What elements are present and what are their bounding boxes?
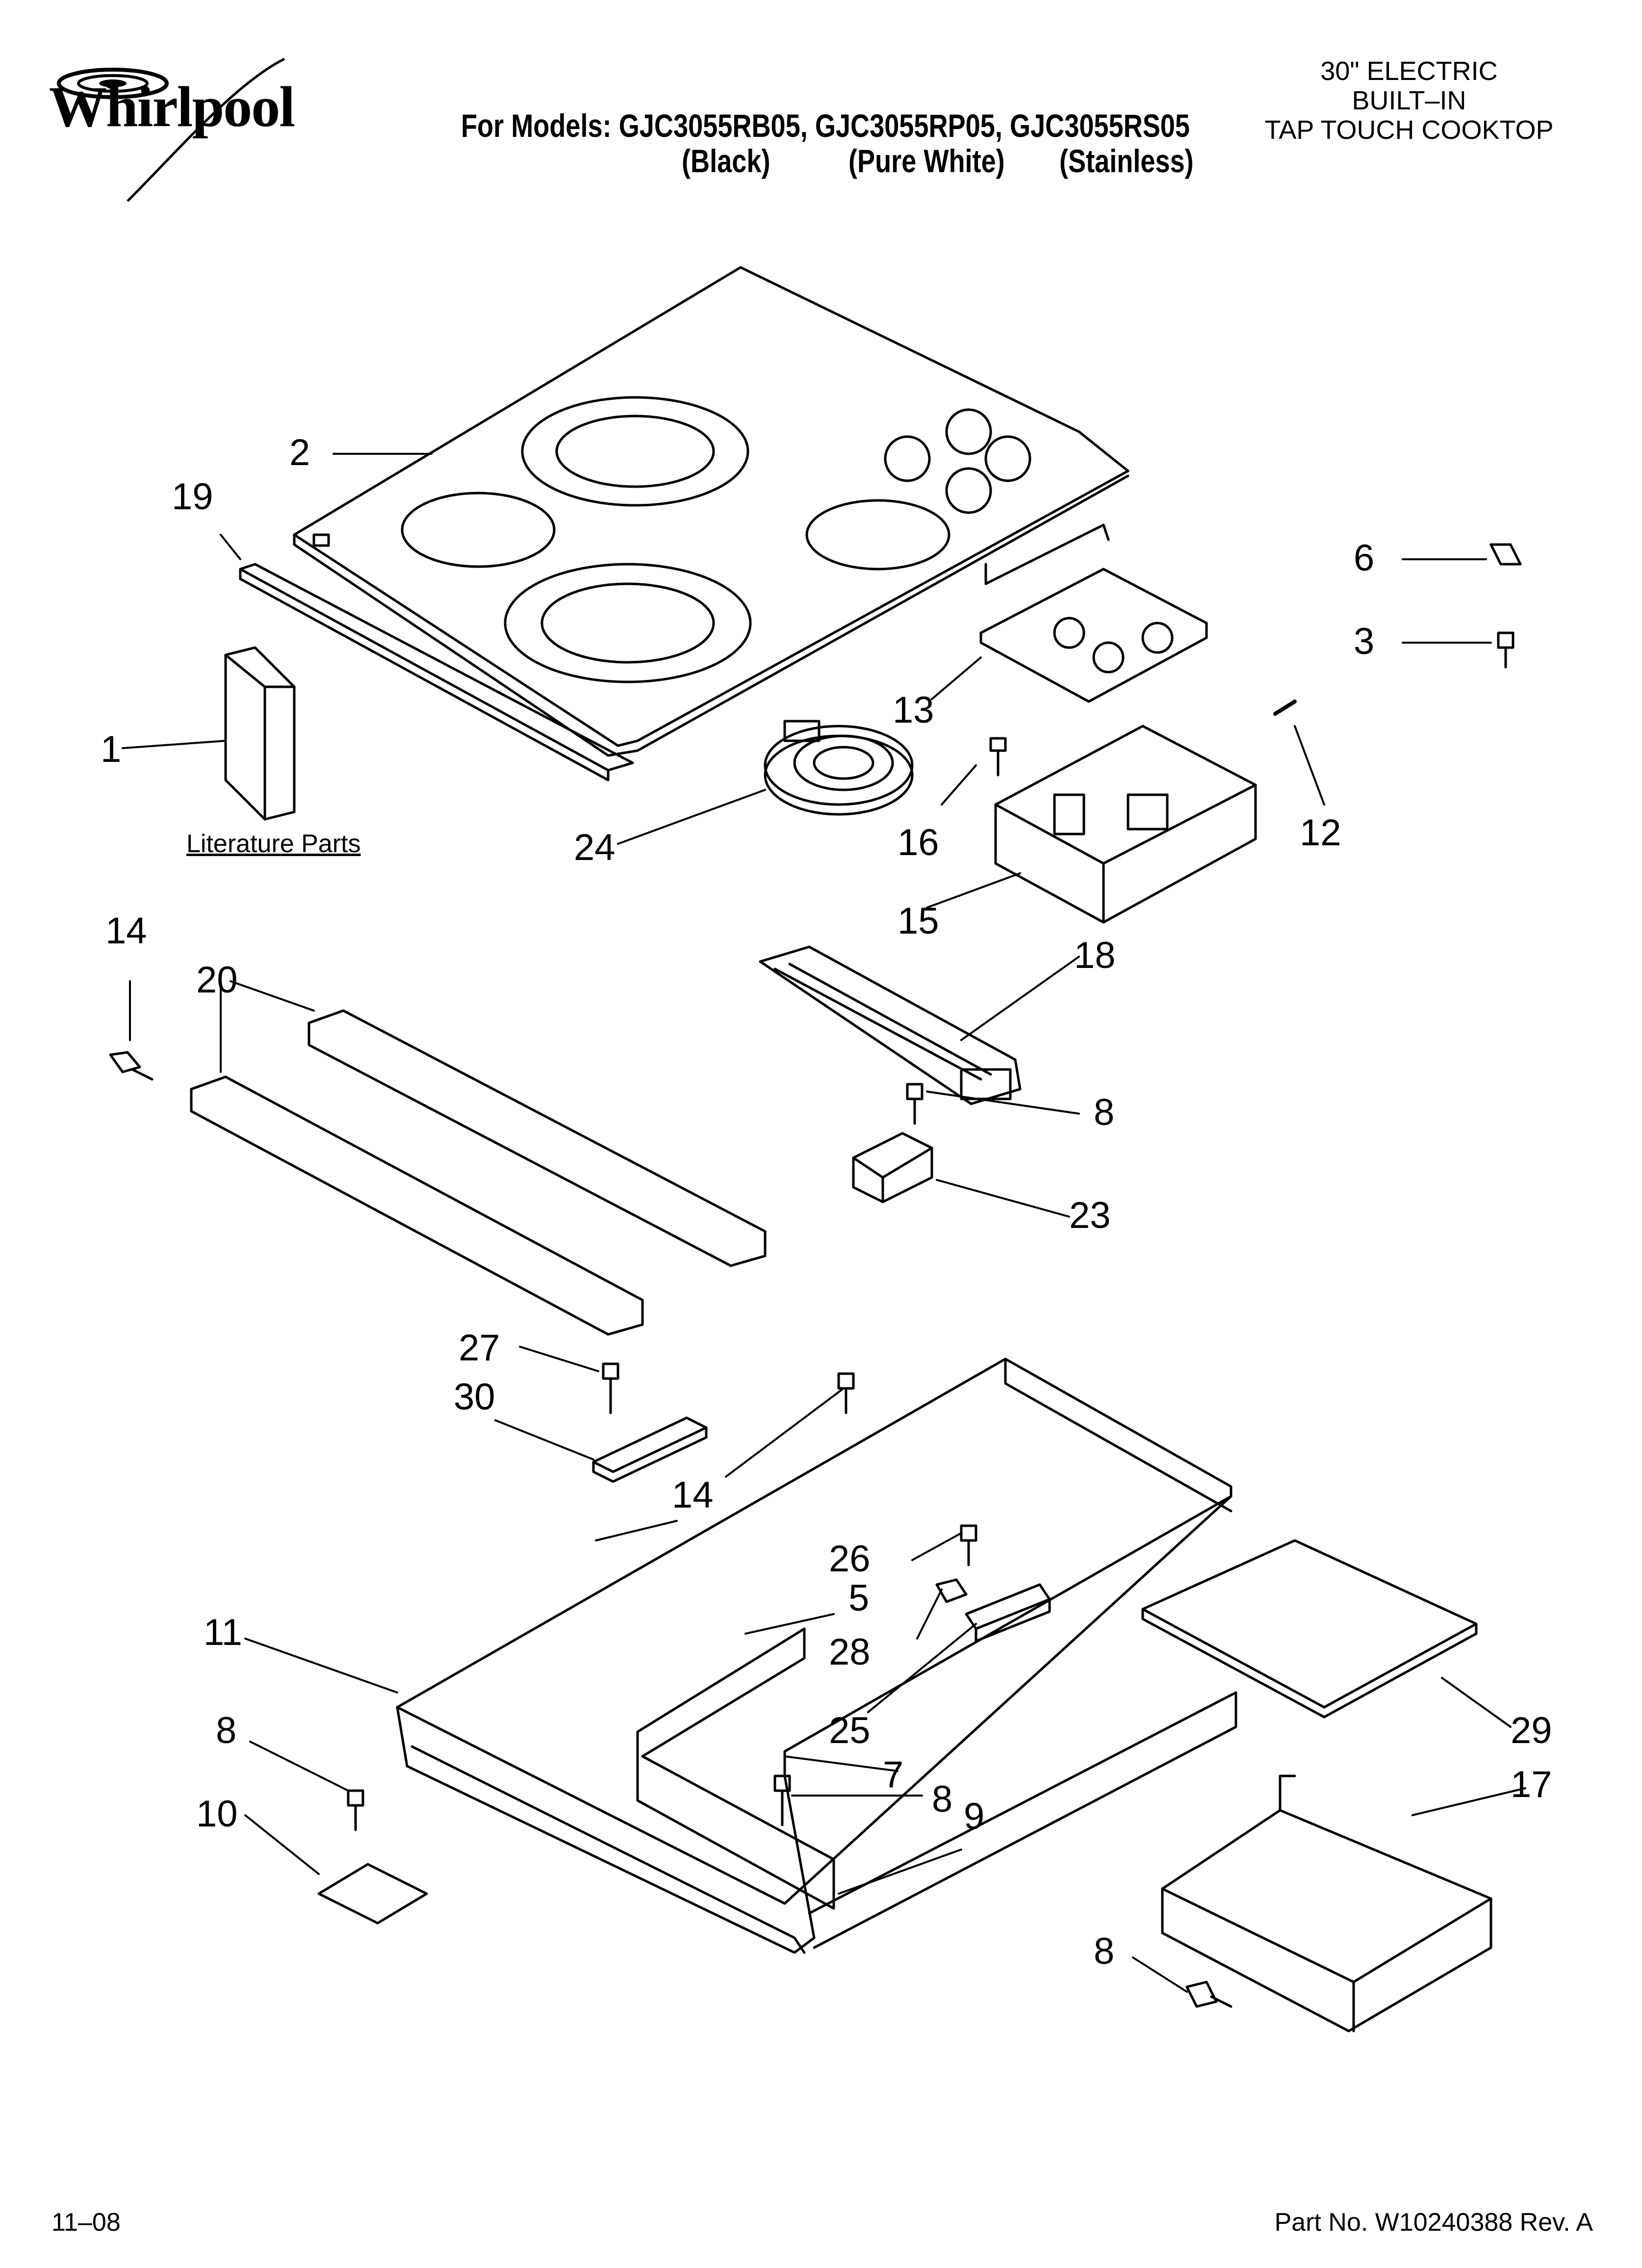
screw-3-part xyxy=(1497,631,1514,669)
screw-16-part xyxy=(989,737,1007,777)
callout-2: 2 xyxy=(289,432,310,473)
screw-14-left-part xyxy=(109,1051,154,1081)
callout-8-upper: 8 xyxy=(1094,1092,1115,1133)
callout-1: 1 xyxy=(101,729,122,770)
callout-15: 15 xyxy=(898,900,939,942)
callout-26: 26 xyxy=(829,1538,871,1580)
variant-pure-white: (Pure White) xyxy=(848,143,1005,179)
title-line-2: BUILT–IN xyxy=(1352,86,1466,115)
callout-6: 6 xyxy=(1354,537,1375,579)
clip-6-part xyxy=(1489,543,1522,566)
screw-8-upper-part xyxy=(906,1083,924,1125)
callout-28: 28 xyxy=(829,1631,871,1673)
product-title: 30" ELECTRIC BUILT–IN TAP TOUCH COOKTOP xyxy=(1237,56,1581,145)
nut-28-part xyxy=(935,1578,968,1603)
screw-27-part xyxy=(602,1362,619,1414)
title-line-3: TAP TOUCH COOKTOP xyxy=(1264,115,1554,145)
callout-8-left: 8 xyxy=(216,1710,237,1751)
callout-8-lower: 8 xyxy=(1094,1930,1115,1972)
callout-20: 20 xyxy=(196,959,238,1001)
screw-8-lower-part xyxy=(1185,1981,1232,2008)
callout-8-mid: 8 xyxy=(932,1778,953,1820)
callout-23: 23 xyxy=(1069,1195,1111,1236)
models-line: For Models: GJC3055RB05, GJC3055RP05, GJ… xyxy=(461,107,1190,144)
callout-9: 9 xyxy=(964,1796,985,1837)
callout-14-mid: 14 xyxy=(672,1474,714,1516)
lower-box-17-part xyxy=(1161,1774,1492,2033)
ribbon-cable-part xyxy=(759,945,1022,1105)
callout-3: 3 xyxy=(1354,621,1375,662)
control-board-part xyxy=(979,523,1208,703)
callout-25: 25 xyxy=(829,1710,871,1751)
callout-19: 19 xyxy=(172,476,213,518)
screw-8-left-part xyxy=(347,1789,364,1831)
callout-leaders xyxy=(122,453,1526,1993)
mounting-plate-29-part xyxy=(1141,1539,1478,1719)
callout-27: 27 xyxy=(459,1327,500,1369)
callout-29: 29 xyxy=(1511,1710,1552,1751)
terminal-block-25-part xyxy=(965,1583,1051,1642)
cooktop-glass-part xyxy=(293,266,1129,757)
logo-swirl-icon xyxy=(57,57,285,202)
callout-16: 16 xyxy=(898,822,939,863)
literature-parts-label: Literature Parts xyxy=(186,830,361,858)
variant-black: (Black) xyxy=(682,143,770,179)
bracket-30-part xyxy=(592,1416,708,1483)
screw-26-part xyxy=(960,1524,977,1566)
revision-date: 11–08 xyxy=(51,2208,121,2237)
part-number: Part No. W10240388 Rev. A xyxy=(1274,2208,1593,2237)
callout-18: 18 xyxy=(1074,935,1116,976)
variant-stainless: (Stainless) xyxy=(1059,143,1194,179)
callout-24: 24 xyxy=(574,827,616,868)
heating-element-part xyxy=(764,720,914,816)
callout-12: 12 xyxy=(1300,812,1341,854)
screw-8-mid-part xyxy=(773,1774,791,1826)
control-box-part xyxy=(994,725,1257,924)
screw-14-mid-part xyxy=(837,1372,855,1414)
callout-10: 10 xyxy=(196,1793,238,1835)
callout-5: 5 xyxy=(848,1577,870,1619)
callout-13: 13 xyxy=(893,689,934,731)
brand-logo xyxy=(29,54,324,211)
chassis-pan-part xyxy=(396,1357,1237,1954)
bracket-23-part xyxy=(852,1132,933,1203)
literature-part xyxy=(224,646,296,821)
plate-10-part xyxy=(317,1863,428,1925)
callout-14-left: 14 xyxy=(105,910,147,952)
side-rails-part xyxy=(190,1009,767,1336)
callout-30: 30 xyxy=(454,1376,495,1418)
callout-11: 11 xyxy=(204,1612,242,1653)
shield-9-part xyxy=(636,1627,835,1910)
callout-7: 7 xyxy=(883,1754,904,1796)
title-line-1: 30" ELECTRIC xyxy=(1320,56,1498,86)
front-trim-part xyxy=(239,563,634,782)
callout-17: 17 xyxy=(1511,1764,1552,1805)
strip-12-part xyxy=(1273,700,1297,716)
brand-name: Whirlpool xyxy=(49,75,295,139)
